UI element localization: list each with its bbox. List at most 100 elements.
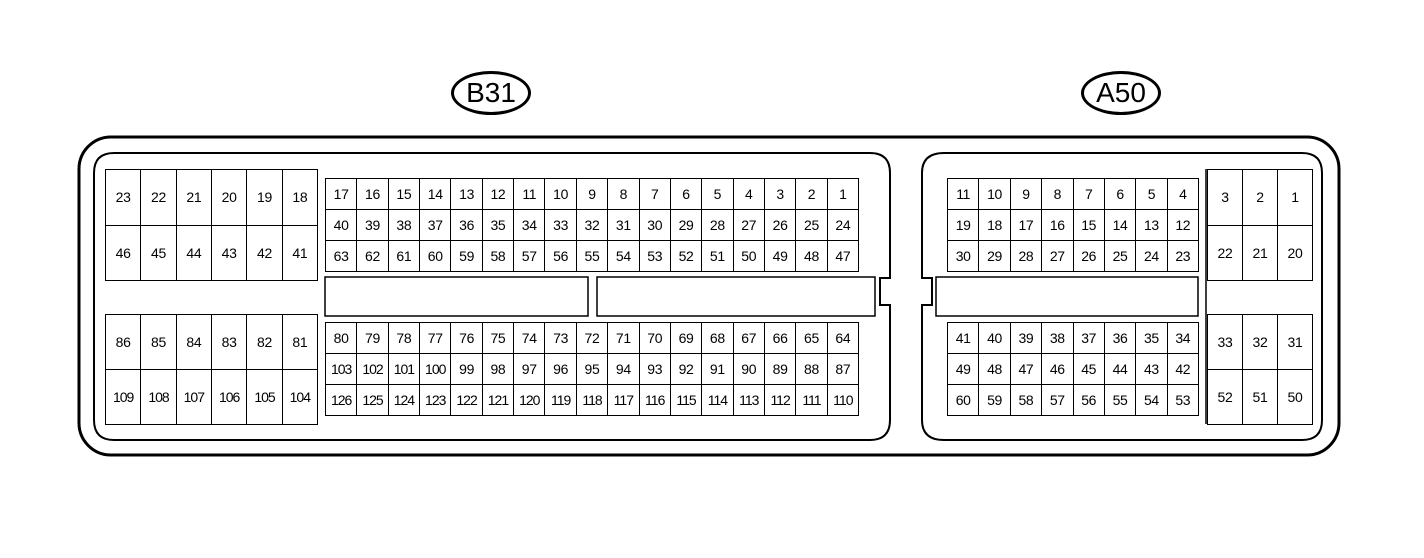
- terminal-cell: 107: [176, 370, 211, 424]
- terminal-cell: 59: [451, 241, 482, 271]
- b31-connector-label: B31: [451, 71, 531, 115]
- terminal-cell: 111: [796, 385, 827, 415]
- terminal-cell: 77: [420, 323, 451, 353]
- terminal-cell: 55: [1104, 385, 1136, 415]
- terminal-cell: 31: [1278, 315, 1312, 369]
- terminal-cell: 56: [1073, 385, 1104, 415]
- terminal-cell: 36: [1104, 323, 1136, 353]
- terminal-cell: 32: [576, 210, 608, 240]
- terminal-cell: 86: [106, 315, 141, 369]
- terminal-cell: 49: [764, 241, 796, 271]
- terminal-cell: 1: [827, 179, 858, 209]
- terminal-cell: 48: [796, 241, 827, 271]
- terminal-cell: 35: [482, 210, 514, 240]
- terminal-cell: 84: [176, 315, 211, 369]
- terminal-cell: 22: [141, 170, 176, 225]
- terminal-cell: 29: [670, 210, 702, 240]
- a50-connector-label: A50: [1081, 71, 1161, 115]
- terminal-cell: 46: [1042, 354, 1073, 384]
- terminal-cell: 79: [357, 323, 388, 353]
- terminal-cell: 65: [796, 323, 827, 353]
- terminal-cell: 18: [282, 170, 317, 225]
- terminal-cell: 52: [1208, 370, 1242, 424]
- terminal-cell: 40: [326, 210, 357, 240]
- terminal-cell: 58: [482, 241, 514, 271]
- terminal-cell: 8: [1042, 179, 1073, 209]
- terminal-cell: 52: [670, 241, 702, 271]
- terminal-cell: 20: [211, 170, 247, 225]
- terminal-cell: 97: [514, 354, 545, 384]
- terminal-cell: 41: [948, 323, 979, 353]
- terminal-cell: 33: [1208, 315, 1242, 369]
- terminal-cell: 71: [608, 323, 639, 353]
- terminal-cell: 54: [1136, 385, 1167, 415]
- terminal-cell: 41: [282, 225, 317, 280]
- terminal-cell: 9: [1010, 179, 1042, 209]
- terminal-cell: 54: [608, 241, 639, 271]
- terminal-cell: 28: [1010, 241, 1042, 271]
- terminal-cell: 26: [764, 210, 796, 240]
- b31-key-slot-right: [596, 276, 876, 317]
- terminal-cell: 10: [979, 179, 1010, 209]
- terminal-cell: 11: [514, 179, 545, 209]
- terminal-cell: 103: [326, 354, 357, 384]
- terminal-cell: 42: [247, 225, 282, 280]
- terminal-cell: 62: [357, 241, 388, 271]
- terminal-cell: 20: [1278, 225, 1312, 280]
- terminal-cell: 27: [733, 210, 764, 240]
- terminal-cell: 34: [1167, 323, 1198, 353]
- terminal-cell: 68: [702, 323, 733, 353]
- terminal-cell: 83: [211, 315, 247, 369]
- terminal-cell: 115: [670, 385, 702, 415]
- terminal-cell: 117: [608, 385, 639, 415]
- terminal-cell: 19: [247, 170, 282, 225]
- terminal-cell: 4: [1167, 179, 1198, 209]
- terminal-cell: 113: [733, 385, 764, 415]
- terminal-cell: 5: [702, 179, 733, 209]
- terminal-cell: 82: [247, 315, 282, 369]
- terminal-cell: 81: [282, 315, 317, 369]
- terminal-cell: 9: [576, 179, 608, 209]
- terminal-cell: 14: [420, 179, 451, 209]
- terminal-cell: 38: [1042, 323, 1073, 353]
- terminal-cell: 56: [545, 241, 576, 271]
- terminal-cell: 57: [1042, 385, 1073, 415]
- terminal-cell: 59: [979, 385, 1010, 415]
- terminal-cell: 91: [702, 354, 733, 384]
- terminal-cell: 60: [420, 241, 451, 271]
- terminal-cell: 110: [827, 385, 858, 415]
- terminal-cell: 112: [764, 385, 796, 415]
- terminal-cell: 31: [608, 210, 639, 240]
- terminal-cell: 48: [979, 354, 1010, 384]
- terminal-cell: 50: [1278, 370, 1312, 424]
- terminal-cell: 10: [545, 179, 576, 209]
- b31-body: [93, 152, 891, 441]
- terminal-cell: 101: [388, 354, 420, 384]
- terminal-cell: 2: [796, 179, 827, 209]
- terminal-cell: 85: [141, 315, 176, 369]
- terminal-cell: 7: [1073, 179, 1104, 209]
- terminal-cell: 8: [608, 179, 639, 209]
- terminal-cell: 60: [948, 385, 979, 415]
- terminal-cell: 100: [420, 354, 451, 384]
- terminal-cell: 4: [733, 179, 764, 209]
- terminal-cell: 47: [1010, 354, 1042, 384]
- terminal-cell: 11: [948, 179, 979, 209]
- terminal-cell: 55: [576, 241, 608, 271]
- terminal-cell: 18: [979, 210, 1010, 240]
- terminal-cell: 87: [827, 354, 858, 384]
- terminal-cell: 76: [451, 323, 482, 353]
- terminal-cell: 43: [1136, 354, 1167, 384]
- terminal-cell: 21: [176, 170, 211, 225]
- terminal-cell: 125: [357, 385, 388, 415]
- terminal-cell: 14: [1104, 210, 1136, 240]
- b31-key-slot-left: [324, 276, 589, 317]
- terminal-cell: 109: [106, 370, 141, 424]
- terminal-cell: 120: [514, 385, 545, 415]
- terminal-cell: 32: [1243, 315, 1277, 369]
